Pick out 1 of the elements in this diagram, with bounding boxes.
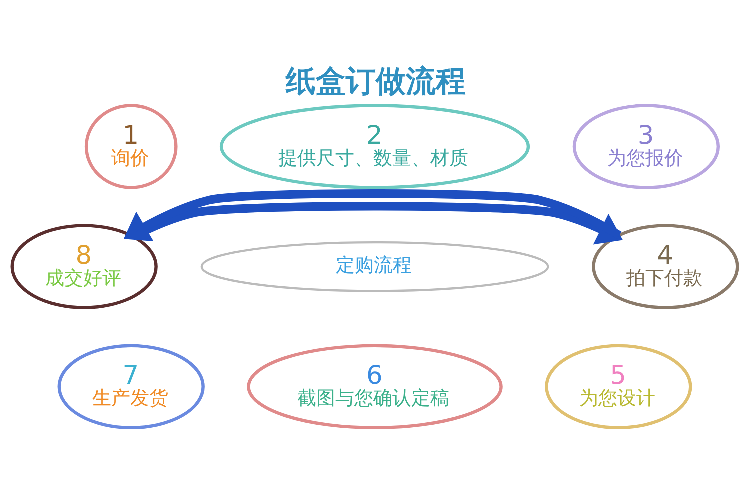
- diagram-title: 纸盒订做流程: [286, 64, 466, 100]
